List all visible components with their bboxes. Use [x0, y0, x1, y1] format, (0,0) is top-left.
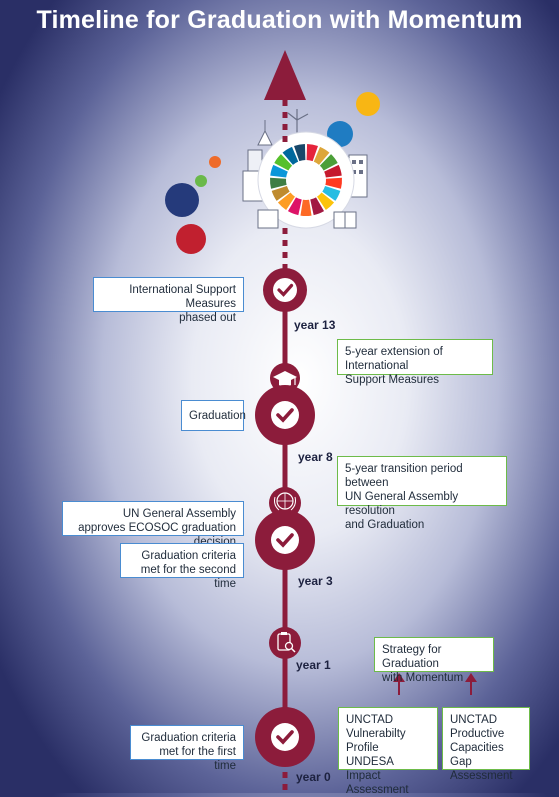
clipboard-search-icon [269, 627, 301, 659]
box-productive-capacities: UNCTAD Productive Capacities Gap Assessm… [442, 707, 530, 782]
sdg-wheel-icon [242, 109, 368, 229]
sdg-segment [319, 154, 338, 171]
box-support-phased-out: International Support Measures phased ou… [93, 277, 244, 324]
sdg-segment [294, 144, 306, 162]
checkmark-icon [271, 723, 299, 751]
sdg-segment [270, 164, 288, 178]
checkmark-icon [273, 278, 297, 302]
year-label-0: year 0 [296, 770, 331, 784]
sdg-segment [287, 197, 302, 216]
sdg-segment [270, 177, 287, 189]
sdg-segment [322, 186, 341, 201]
sdg-segment [274, 154, 293, 171]
sdg-segment [310, 197, 325, 216]
timeline-arrow-head [264, 50, 306, 100]
box-graduation: Graduation [181, 400, 246, 431]
box-criteria-first: Graduation criteria met for the first ti… [130, 725, 244, 772]
graduation-cap-icon [270, 363, 300, 393]
box-unga-approves: UN General Assembly approves ECOSOC grad… [62, 501, 244, 548]
arrow-up-icon [393, 673, 405, 695]
sdg-segment [325, 177, 342, 189]
year-label-3: year 3 [298, 574, 333, 588]
year-label-8: year 8 [298, 450, 333, 464]
box-criteria-second: Graduation criteria met for the second t… [120, 543, 244, 590]
decor-circle-orange [209, 156, 221, 168]
un-emblem-icon [269, 487, 301, 519]
sdg-segment [282, 146, 299, 165]
box-transition: 5-year transition period between UN Gene… [337, 456, 507, 531]
milestone-year-8 [255, 385, 315, 445]
year-label-13: year 13 [294, 318, 336, 332]
decor-circle-green [195, 175, 207, 187]
milestone-year-13 [263, 268, 307, 312]
checkmark-icon [271, 401, 299, 429]
checkmark-icon [271, 526, 299, 554]
decor-circle-red [176, 224, 206, 254]
milestone-year-0 [255, 707, 315, 767]
sdg-segment [306, 144, 318, 162]
decor-circle-navy [165, 183, 199, 217]
sdg-segment [277, 192, 295, 211]
year-label-1: year 1 [296, 658, 331, 672]
sdg-segment [271, 186, 290, 201]
box-strategy: Strategy for Graduation with Momentum [374, 637, 494, 684]
sdg-segment [313, 146, 330, 165]
milestone-year-3 [255, 510, 315, 570]
sdg-segment [317, 192, 335, 211]
box-vulnerability-impact: UNCTAD Vulnerabilty Profile UNDESA Impac… [338, 707, 438, 796]
arrow-up-icon [465, 673, 477, 695]
page-title: Timeline for Graduation with Momentum [36, 6, 523, 34]
sdg-segment [324, 164, 342, 178]
decor-circle-yellow [356, 92, 380, 116]
box-extension: 5-year extension of International Suppor… [337, 339, 493, 386]
sdg-segment [300, 199, 312, 217]
